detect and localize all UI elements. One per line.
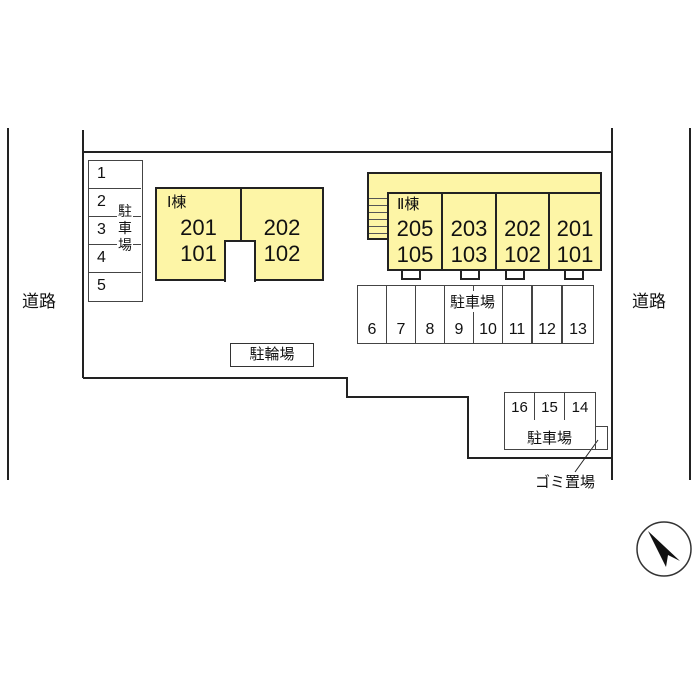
- building-2-step: [401, 269, 421, 280]
- parking-b-label: 駐車場: [450, 291, 496, 312]
- parking-space: 6: [357, 285, 387, 344]
- road-label-left: 道路: [22, 292, 56, 311]
- building-2-unit: Ⅱ棟 205 105: [387, 192, 443, 271]
- parking-space: 16: [505, 393, 535, 420]
- building-1-name: Ⅰ棟: [167, 194, 187, 211]
- parking-space: 4: [89, 245, 141, 273]
- unit-number: 101: [180, 241, 217, 266]
- building-1-entrance: [224, 240, 256, 282]
- building-2-unit: 201 101: [548, 192, 602, 271]
- parking-space: 8: [415, 285, 445, 344]
- north-arrow-icon: [636, 521, 692, 577]
- parking-space: 13: [562, 285, 594, 344]
- parking-space: 14: [571, 399, 589, 416]
- parking-space: 3: [89, 217, 141, 245]
- unit-number: 103: [450, 242, 488, 267]
- unit-number: 201: [180, 215, 217, 240]
- road-line-left: [7, 128, 9, 480]
- parking-space: 11: [502, 285, 532, 344]
- parking-space: 1: [89, 161, 141, 189]
- building-2-corridor: [367, 172, 602, 194]
- building-2-step: [564, 269, 584, 280]
- building-2-stairs: [367, 192, 389, 240]
- unit-number: 102: [263, 241, 301, 266]
- unit-number: 102: [504, 242, 541, 267]
- unit-number: 201: [556, 216, 594, 241]
- unit-number: 203: [450, 216, 488, 241]
- parking-a-label: 駐車場: [117, 203, 133, 254]
- parking-space: 5: [97, 277, 106, 294]
- road-line-right: [689, 128, 691, 480]
- building-2-name: Ⅱ棟: [397, 196, 420, 213]
- parking-c: 16 15 14 駐車場: [504, 392, 596, 450]
- parking-space: 2: [89, 189, 141, 217]
- building-2-unit: 202 102: [495, 192, 550, 271]
- parking-space: 15: [535, 393, 565, 420]
- unit-number: 101: [556, 242, 594, 267]
- garbage-label: ゴミ置場: [535, 474, 596, 491]
- parking-space: 7: [386, 285, 416, 344]
- parking-c-label: 駐車場: [527, 430, 573, 447]
- building-1-unit: 202 102: [240, 187, 324, 281]
- building-2-unit: 203 103: [441, 192, 497, 271]
- building-2-step: [460, 269, 480, 280]
- unit-number: 205: [396, 216, 434, 241]
- parking-a: 1 2 3 4 5 駐車場: [88, 160, 143, 302]
- parking-space: 10: [473, 285, 503, 344]
- unit-number: 105: [396, 242, 434, 267]
- garbage-area: [595, 426, 608, 450]
- unit-number: 202: [263, 215, 301, 240]
- building-2-step: [505, 269, 525, 280]
- unit-number: 202: [504, 216, 541, 241]
- bicycle-parking: 駐輪場: [230, 343, 314, 367]
- parking-b: 6 7 8 9 10 11 12 13 駐車場: [357, 285, 594, 344]
- road-label-right: 道路: [632, 292, 666, 311]
- parking-space: 12: [532, 285, 562, 344]
